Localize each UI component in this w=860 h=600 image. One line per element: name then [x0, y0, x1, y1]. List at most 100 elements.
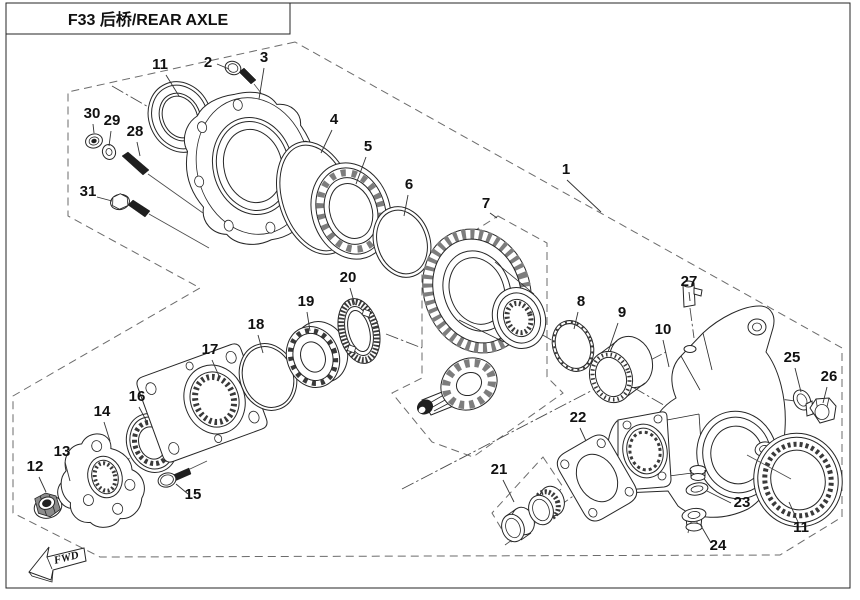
part-24-drain-plug — [681, 507, 707, 532]
part-26-plug-bolt — [805, 397, 837, 424]
part-callout-27: 27 — [681, 273, 698, 290]
part-callout-25: 25 — [784, 349, 801, 366]
part-29-washer — [101, 144, 117, 160]
callout-leader-20 — [349, 287, 356, 306]
part-callout-12: 12 — [27, 458, 44, 475]
part-callout-3: 3 — [260, 49, 268, 66]
part-callout-9: 9 — [618, 304, 626, 321]
callout-leader-25 — [794, 367, 802, 393]
part-callout-13: 13 — [54, 443, 71, 460]
part-callout-4: 4 — [330, 111, 339, 128]
part-callout-16: 16 — [129, 388, 146, 405]
callout-leader-26 — [822, 386, 828, 404]
callout-leader-19 — [306, 311, 311, 332]
page-border — [5, 2, 851, 589]
callout-leader-18 — [257, 334, 264, 354]
pinion-gear — [416, 357, 498, 416]
part-callout-17: 17 — [202, 341, 219, 358]
callout-leader-6 — [403, 194, 409, 217]
callout-leader-7 — [489, 212, 498, 219]
callout-leader-8 — [573, 311, 579, 330]
part-callout-7: 7 — [482, 195, 490, 212]
group-box-bushings — [491, 456, 564, 544]
part-19-ball-bearing — [285, 321, 349, 388]
callout-leader-11 — [788, 501, 799, 523]
part-callout-23: 23 — [734, 494, 751, 511]
callout-leader-30 — [92, 123, 95, 134]
callout-leader-9 — [607, 322, 619, 353]
callout-leader-27 — [688, 291, 691, 302]
callout-leader-4 — [320, 129, 333, 154]
part-callout-11: 11 — [793, 519, 809, 536]
callout-leader-22 — [579, 427, 587, 442]
part-9-needle-bearing — [588, 335, 654, 404]
callout-leader-14 — [103, 421, 111, 442]
part-callout-15: 15 — [185, 486, 202, 503]
callout-leader-17 — [211, 359, 220, 377]
callout-leader-1 — [566, 179, 602, 213]
part-callout-30: 30 — [84, 105, 101, 122]
part-6-ring — [372, 206, 432, 278]
callout-leader-3 — [258, 67, 265, 100]
part-callout-28: 28 — [127, 123, 144, 140]
gear-hub — [491, 287, 547, 349]
bolt-hole — [232, 99, 243, 111]
part-callout-8: 8 — [577, 293, 585, 310]
assembly-boundary — [12, 41, 843, 558]
callout-leader-16 — [138, 406, 149, 425]
part-11-oil-seal-lower — [753, 432, 843, 528]
part-8-shim — [551, 320, 595, 372]
part-callout-22: 22 — [570, 409, 587, 426]
part-callout-14: 14 — [94, 403, 111, 420]
part-22-gasket — [556, 434, 638, 522]
part-callout-31: 31 — [80, 183, 97, 200]
part-14-hub-flange — [60, 433, 145, 528]
drain-boss — [689, 465, 707, 481]
fwd-arrow: FWD — [28, 546, 87, 583]
part-23-washer — [685, 482, 709, 496]
part-callout-19: 19 — [298, 293, 315, 310]
title-box — [5, 2, 291, 35]
part-2-bolt — [224, 60, 262, 94]
callout-leader-31 — [96, 196, 113, 202]
page-title: F33 后桥/REAR AXLE — [68, 10, 229, 29]
callout-leader-15 — [175, 483, 189, 495]
part-28-stud — [121, 151, 204, 214]
group-box-gearset — [391, 215, 564, 458]
callout-leader-13 — [64, 461, 71, 482]
part-callout-20: 20 — [340, 269, 357, 286]
callout-leader-5 — [355, 156, 367, 185]
callout-leader-11 — [165, 74, 180, 97]
part-callout-11: 11 — [152, 56, 168, 73]
part-31-bolt — [110, 193, 210, 249]
callout-leader-23 — [706, 490, 732, 504]
part-callout-24: 24 — [710, 537, 727, 554]
callout-leader-10 — [662, 339, 670, 368]
part-callout-10: 10 — [655, 321, 672, 338]
callout-leader-2 — [216, 63, 230, 70]
part-15-bolt — [157, 460, 208, 488]
callout-leader-12 — [38, 476, 47, 493]
part-callout-5: 5 — [364, 138, 372, 155]
part-20-spanner-nut — [337, 298, 381, 364]
hub-axis-end — [385, 333, 423, 349]
part-callout-21: 21 — [491, 461, 508, 478]
part-17-bracket-plate — [136, 343, 268, 463]
part-30-nut — [85, 133, 103, 149]
part-callout-18: 18 — [248, 316, 265, 333]
callout-leader-21 — [502, 479, 515, 503]
part-21-bushings — [501, 485, 565, 543]
part-7-gear-set — [416, 228, 547, 416]
part-callout-6: 6 — [405, 176, 413, 193]
part-callout-2: 2 — [204, 54, 212, 71]
part-callout-29: 29 — [104, 112, 121, 129]
part-callout-26: 26 — [821, 368, 838, 385]
part-callout-1: 1 — [562, 161, 570, 178]
callout-leader-24 — [699, 523, 712, 544]
part-5-bearing — [310, 162, 392, 260]
callout-leader-29 — [108, 130, 112, 147]
part-12-lock-nut — [33, 492, 63, 519]
